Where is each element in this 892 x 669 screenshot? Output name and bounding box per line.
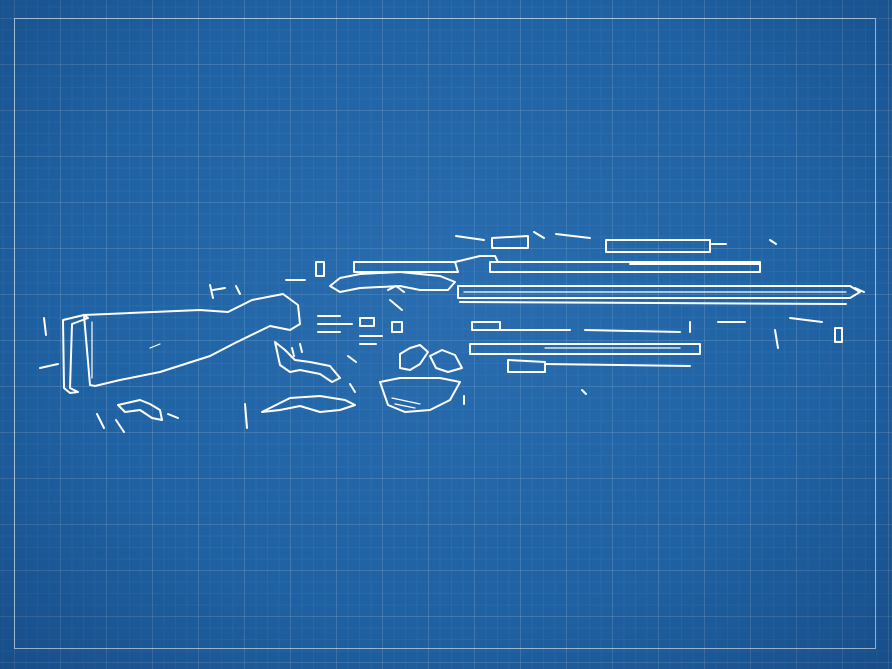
stray-mark [581, 389, 587, 395]
trigger-guard-parts [117, 377, 465, 429]
trigger-group [209, 284, 463, 393]
blueprint-frame [14, 18, 876, 649]
barrel-part [457, 285, 865, 305]
buttplate-pins [39, 317, 179, 433]
receiver-part [329, 255, 761, 293]
stock-part [62, 293, 301, 394]
receiver-small-parts [285, 261, 405, 345]
operating-rod-part [469, 317, 843, 373]
sight-parts [455, 231, 777, 253]
